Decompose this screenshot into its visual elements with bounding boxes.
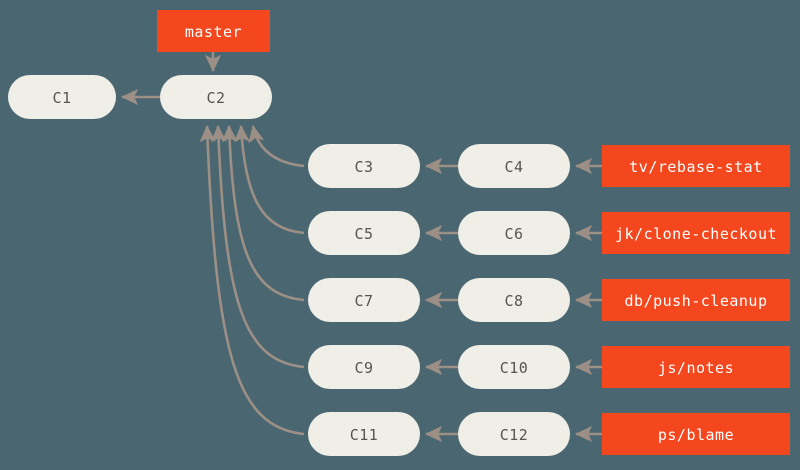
commit-box-c7 bbox=[308, 278, 420, 322]
commit-label-c2: C2 bbox=[206, 89, 225, 107]
branch-label-tv-rebase-stat: tv/rebase-stat bbox=[629, 158, 762, 176]
branch-label-master: master bbox=[185, 23, 242, 41]
commit-label-c1: C1 bbox=[52, 89, 71, 107]
commit-label-c6: C6 bbox=[504, 225, 523, 243]
commit-node-c1[interactable]: C1 bbox=[8, 75, 116, 119]
branch-node-master[interactable]: master bbox=[157, 10, 270, 52]
branch-node-ps-blame[interactable]: ps/blame bbox=[602, 413, 790, 455]
commit-node-c5[interactable]: C5 bbox=[308, 211, 420, 255]
commit-box-c6 bbox=[458, 211, 570, 255]
branch-node-db-push-cleanup[interactable]: db/push-cleanup bbox=[602, 279, 790, 321]
branch-box-db-push-cleanup bbox=[602, 279, 790, 321]
commit-node-c10[interactable]: C10 bbox=[458, 345, 570, 389]
commit-node-c11[interactable]: C11 bbox=[308, 412, 420, 456]
commit-node-c8[interactable]: C8 bbox=[458, 278, 570, 322]
commit-box-c11 bbox=[308, 412, 420, 456]
curved-edges-group bbox=[199, 124, 305, 436]
branch-box-ps-blame bbox=[602, 413, 790, 455]
edge-c7-to-c2 bbox=[221, 124, 305, 302]
branch-label-js-notes: js/notes bbox=[658, 359, 734, 377]
commit-node-c4[interactable]: C4 bbox=[458, 144, 570, 188]
branch-box-js-notes bbox=[602, 346, 790, 388]
commit-label-c3: C3 bbox=[354, 158, 373, 176]
commit-box-c9 bbox=[308, 345, 420, 389]
branch-node-tv-rebase-stat[interactable]: tv/rebase-stat bbox=[602, 145, 790, 187]
edge-c3-to-c2 bbox=[248, 124, 305, 168]
commit-node-c7[interactable]: C7 bbox=[308, 278, 420, 322]
commit-box-c8 bbox=[458, 278, 570, 322]
commit-label-c9: C9 bbox=[354, 359, 373, 377]
commit-box-c10 bbox=[458, 345, 570, 389]
commit-node-c12[interactable]: C12 bbox=[458, 412, 570, 456]
commit-node-c6[interactable]: C6 bbox=[458, 211, 570, 255]
commit-label-c10: C10 bbox=[500, 359, 529, 377]
branch-label-db-push-cleanup: db/push-cleanup bbox=[625, 292, 768, 310]
branch-box-master bbox=[157, 10, 270, 52]
branch-node-js-notes[interactable]: js/notes bbox=[602, 346, 790, 388]
commit-box-c4 bbox=[458, 144, 570, 188]
commit-box-c5 bbox=[308, 211, 420, 255]
commit-label-c4: C4 bbox=[504, 158, 523, 176]
commit-label-c7: C7 bbox=[354, 292, 373, 310]
branch-nodes-group: master tv/rebase-stat jk/clone-checkout db/… bbox=[157, 10, 790, 455]
branch-node-jk-clone-checkout[interactable]: jk/clone-checkout bbox=[602, 212, 790, 254]
branch-box-jk-clone-checkout bbox=[602, 212, 790, 254]
commit-label-c12: C12 bbox=[500, 426, 529, 444]
straight-edges-group bbox=[120, 52, 602, 443]
commit-box-c3 bbox=[308, 144, 420, 188]
commit-box-c12 bbox=[458, 412, 570, 456]
commit-node-c3[interactable]: C3 bbox=[308, 144, 420, 188]
branch-label-ps-blame: ps/blame bbox=[658, 426, 734, 444]
commit-label-c11: C11 bbox=[350, 426, 379, 444]
branch-box-tv-rebase-stat bbox=[602, 145, 790, 187]
branch-label-jk-clone-checkout: jk/clone-checkout bbox=[615, 225, 777, 243]
commit-box-c1 bbox=[8, 75, 116, 119]
edge-c11-to-c2 bbox=[199, 124, 305, 436]
edge-c5-to-c2 bbox=[233, 124, 305, 235]
commit-label-c5: C5 bbox=[354, 225, 373, 243]
commit-box-c2 bbox=[160, 75, 272, 119]
commit-label-c8: C8 bbox=[504, 292, 523, 310]
commit-node-c9[interactable]: C9 bbox=[308, 345, 420, 389]
edge-c9-to-c2 bbox=[210, 124, 305, 369]
commit-node-c2[interactable]: C2 bbox=[160, 75, 272, 119]
